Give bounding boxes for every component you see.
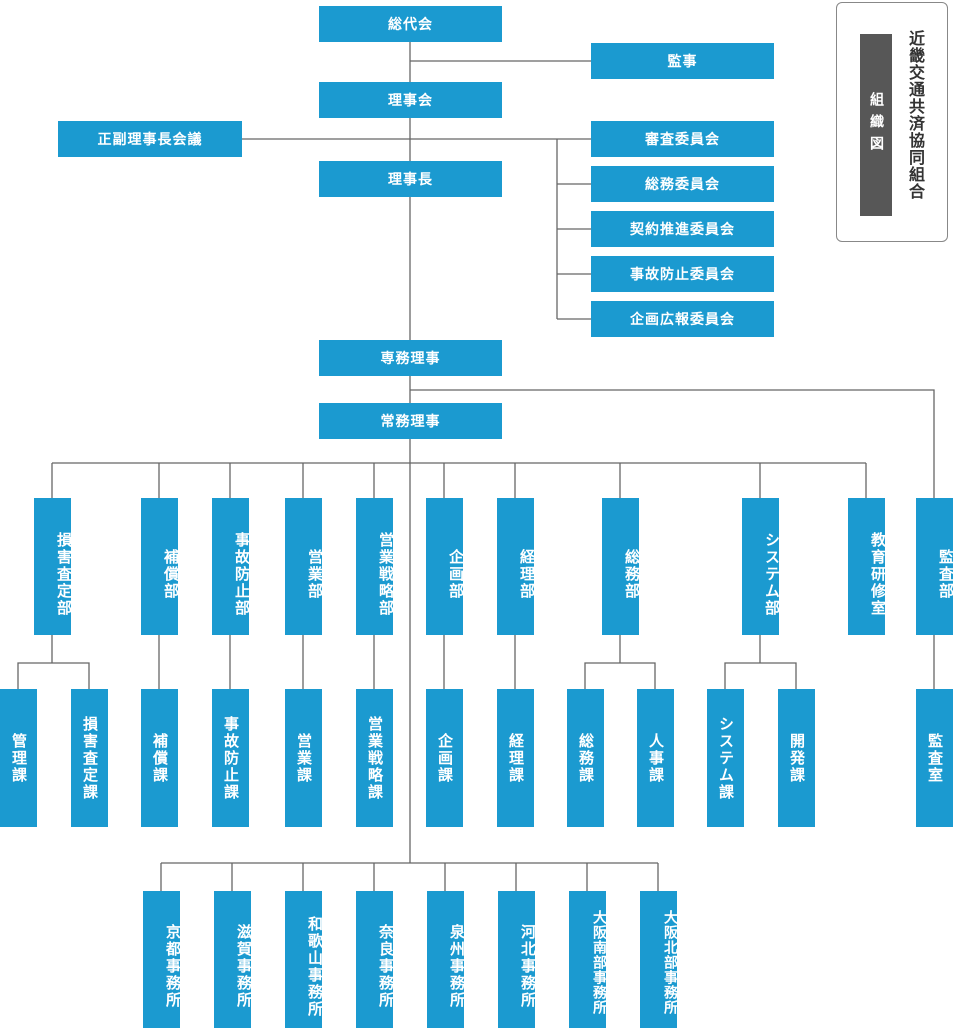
- box-department: 監査部: [916, 498, 953, 635]
- box-department: 補償部: [141, 498, 180, 635]
- box-section: 事故防止課: [212, 689, 249, 827]
- box-department: システム部: [742, 498, 781, 635]
- title-tag: 組織図: [860, 34, 892, 216]
- box-office: 大阪南部事務所: [569, 891, 607, 1028]
- box-office: 河北事務所: [498, 891, 537, 1028]
- box-office: 和歌山事務所: [285, 891, 324, 1028]
- box-section: 企画課: [426, 689, 463, 827]
- box-section: 管理課: [0, 689, 37, 827]
- box-committee: 事故防止委員会: [591, 256, 774, 292]
- box-department: 総務部: [602, 498, 641, 635]
- box-section: 監査室: [916, 689, 953, 827]
- box-office: 滋賀事務所: [214, 891, 253, 1028]
- box-general-meeting: 総代会: [319, 6, 502, 42]
- connector-line: [584, 662, 656, 689]
- box-committee: 企画広報委員会: [591, 301, 774, 337]
- box-department: 損害査定部: [34, 498, 73, 635]
- box-office: 奈良事務所: [356, 891, 395, 1028]
- box-section: システム課: [707, 689, 744, 827]
- box-board: 理事会: [319, 82, 502, 118]
- box-department: 営業戦略部: [356, 498, 395, 635]
- box-office: 京都事務所: [143, 891, 182, 1028]
- box-section: 営業戦略課: [356, 689, 393, 827]
- box-section: 開発課: [778, 689, 815, 827]
- box-chair-meeting: 正副理事長会議: [58, 121, 242, 157]
- box-managing-director: 常務理事: [319, 403, 502, 439]
- box-chairman: 理事長: [319, 161, 502, 197]
- box-section: 営業課: [285, 689, 322, 827]
- box-office: 大阪北部事務所: [640, 891, 678, 1028]
- box-department: 企画部: [426, 498, 465, 635]
- box-section: 損害査定課: [71, 689, 108, 827]
- box-department: 営業部: [285, 498, 324, 635]
- box-section: 経理課: [497, 689, 534, 827]
- connector-line: [17, 662, 90, 689]
- box-section: 総務課: [567, 689, 604, 827]
- connector-line: [410, 389, 935, 498]
- title-panel: [836, 2, 948, 242]
- organization-name: 近畿交通共済協同組合: [906, 30, 925, 200]
- box-section: 補償課: [141, 689, 178, 827]
- box-department: 事故防止部: [212, 498, 251, 635]
- box-committee: 契約推進委員会: [591, 211, 774, 247]
- connector-line: [724, 662, 797, 689]
- box-department: 教育研修室: [848, 498, 887, 635]
- box-section: 人事課: [637, 689, 674, 827]
- box-office: 泉州事務所: [427, 891, 466, 1028]
- box-committee: 審査委員会: [591, 121, 774, 157]
- box-committee: 総務委員会: [591, 166, 774, 202]
- box-senior-director: 専務理事: [319, 340, 502, 376]
- box-department: 経理部: [497, 498, 536, 635]
- box-auditor: 監事: [591, 43, 774, 79]
